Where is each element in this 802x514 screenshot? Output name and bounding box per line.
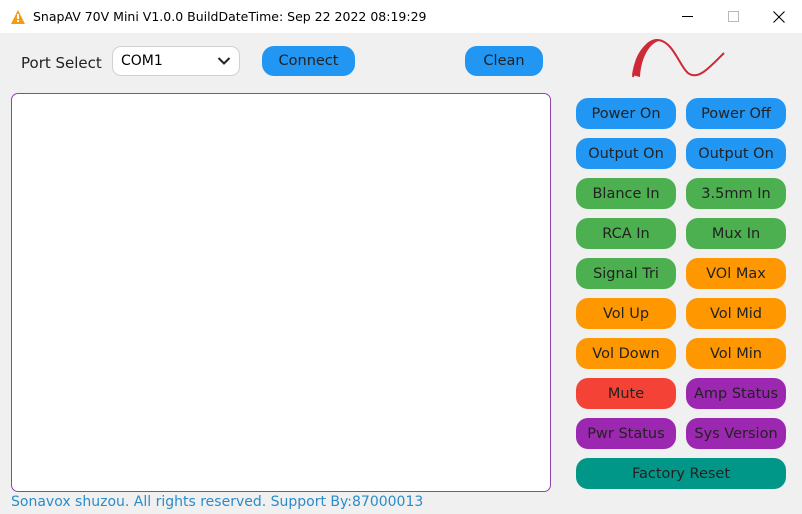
vol-up-button[interactable]: Vol Up	[576, 298, 676, 329]
output-on-button-1[interactable]: Output On	[576, 138, 676, 169]
warning-triangle-icon	[11, 10, 25, 24]
chevron-down-icon	[217, 57, 231, 65]
mute-button[interactable]: Mute	[576, 378, 676, 409]
maximize-icon	[727, 11, 739, 22]
pwr-status-button[interactable]: Pwr Status	[576, 418, 676, 449]
vol-max-button[interactable]: VOl Max	[686, 258, 786, 289]
vol-down-button[interactable]: Vol Down	[576, 338, 676, 369]
port-select-dropdown[interactable]: COM1	[112, 46, 240, 76]
title-bar[interactable]: SnapAV 70V Mini V1.0.0 BuildDateTime: Se…	[0, 0, 802, 33]
amp-status-button[interactable]: Amp Status	[686, 378, 786, 409]
window-title: SnapAV 70V Mini V1.0.0 BuildDateTime: Se…	[33, 9, 427, 24]
blance-in-button[interactable]: Blance In	[576, 178, 676, 209]
port-select-value: COM1	[121, 53, 163, 69]
mm-in-button[interactable]: 3.5mm In	[686, 178, 786, 209]
factory-reset-button[interactable]: Factory Reset	[576, 458, 786, 489]
footer-text: Sonavox shuzou. All rights reserved. Sup…	[11, 494, 424, 510]
close-button[interactable]	[756, 0, 802, 33]
sys-version-button[interactable]: Sys Version	[686, 418, 786, 449]
power-on-button[interactable]: Power On	[576, 98, 676, 129]
log-output-area[interactable]	[11, 93, 551, 492]
power-off-button[interactable]: Power Off	[686, 98, 786, 129]
minimize-button[interactable]	[664, 0, 710, 33]
clean-button[interactable]: Clean	[465, 46, 543, 76]
port-select-label: Port Select	[21, 54, 102, 72]
close-icon	[773, 10, 785, 23]
vol-min-button[interactable]: Vol Min	[686, 338, 786, 369]
vol-mid-button[interactable]: Vol Mid	[686, 298, 786, 329]
rca-in-button[interactable]: RCA In	[576, 218, 676, 249]
signal-tri-button[interactable]: Signal Tri	[576, 258, 676, 289]
output-on-button-2[interactable]: Output On	[686, 138, 786, 169]
connect-button[interactable]: Connect	[262, 46, 355, 76]
mux-in-button[interactable]: Mux In	[686, 218, 786, 249]
sine-wave-logo-icon	[632, 39, 725, 78]
maximize-button[interactable]	[710, 0, 756, 33]
minimize-icon	[681, 16, 693, 17]
